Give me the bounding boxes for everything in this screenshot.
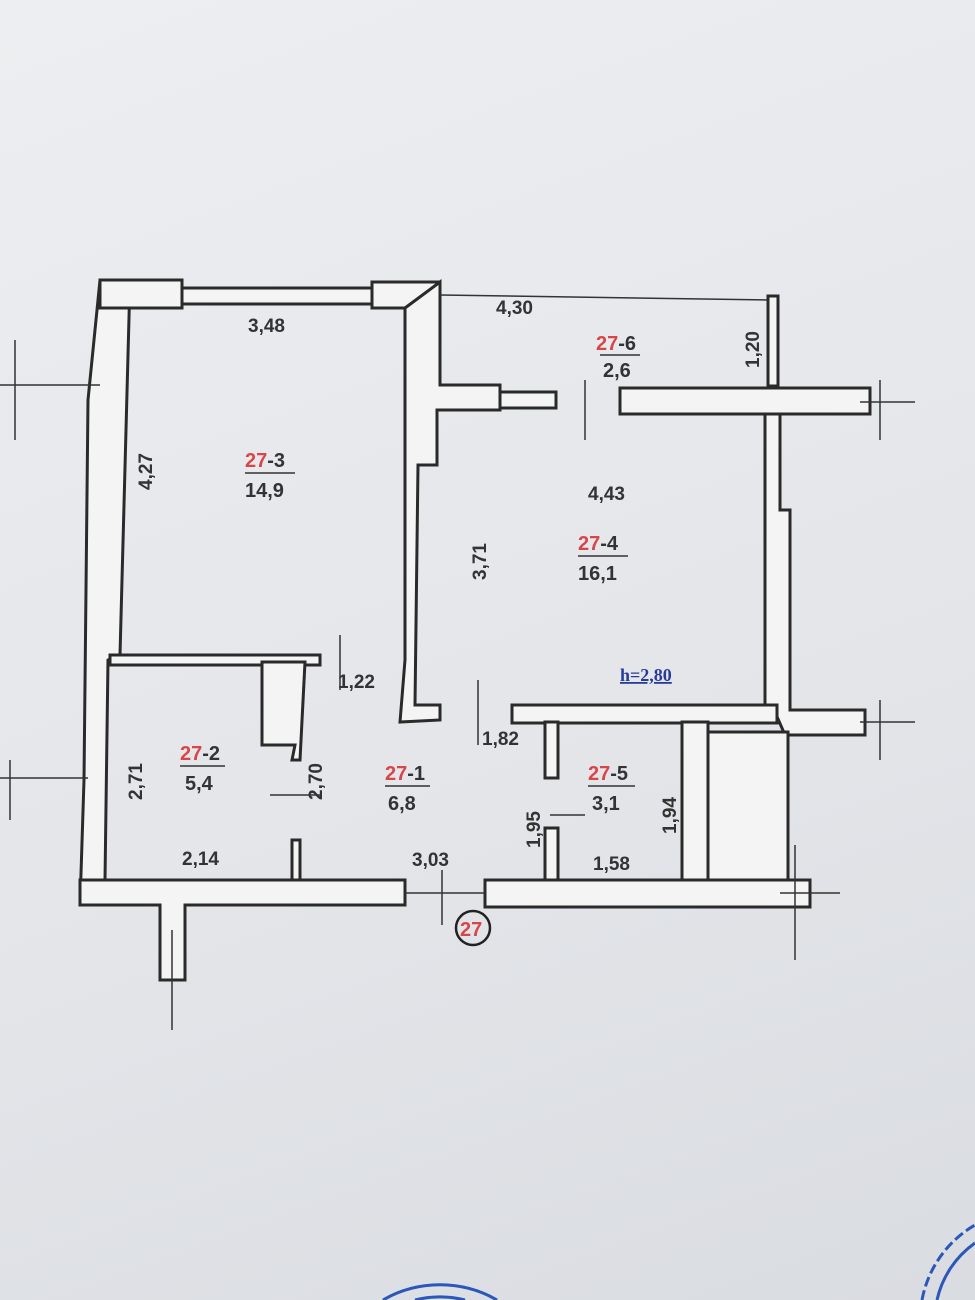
svg-text:27-1: 27-1: [385, 763, 425, 785]
stamp-right: [920, 1223, 975, 1300]
wall-room5-left: [543, 720, 560, 780]
room-27-4: 27-4 16,1: [578, 533, 628, 585]
room-27-2: 27-2 5,4: [180, 743, 225, 795]
dim-r2-height: 2,71: [126, 763, 147, 800]
room-27-5: 27-5 3,1: [588, 763, 635, 815]
wall-room2-room1: [260, 660, 307, 762]
window-room-3: [180, 286, 374, 306]
dim-r1-width: 3,03: [412, 850, 449, 871]
dim-r5-height: 1,94: [660, 797, 681, 834]
dim-r4-height: 3,71: [470, 543, 491, 580]
wall-top-left: [98, 278, 184, 310]
wall-balcony: [618, 386, 872, 416]
balcony-rail: [439, 294, 771, 301]
stamp-left: [382, 1283, 498, 1300]
svg-text:27: 27: [460, 919, 482, 941]
svg-text:14,9: 14,9: [245, 480, 284, 502]
wall-bottom-right: [483, 878, 812, 909]
room-27-3: 27-3 14,9: [245, 450, 295, 502]
dim-r3-width: 3,48: [248, 316, 285, 337]
svg-text:3,1: 3,1: [592, 793, 620, 815]
svg-text:2,6: 2,6: [603, 360, 631, 382]
wall-bottom: [78, 878, 407, 982]
wall-left: [78, 278, 132, 907]
svg-text:16,1: 16,1: [578, 563, 617, 585]
svg-text:27-6: 27-6: [596, 333, 636, 355]
wall-room5-left-low: [543, 826, 560, 885]
room-27-1: 27-1 6,8: [385, 763, 430, 815]
dim-balcony-depth: 1,20: [743, 331, 764, 368]
dim-r3-height: 4,27: [136, 453, 157, 490]
break-mark: [0, 340, 915, 1030]
dim-r5-width: 1,58: [593, 854, 630, 875]
room-27-6: 27-6 2,6: [596, 333, 640, 382]
dim-balcony-width: 4,30: [496, 298, 533, 319]
wall-room5-right: [680, 720, 710, 886]
svg-text:27-2: 27-2: [180, 743, 220, 765]
svg-text:5,4: 5,4: [185, 773, 214, 795]
svg-text:27-4: 27-4: [578, 533, 619, 555]
door-axis: [270, 380, 586, 925]
svg-text:27-5: 27-5: [588, 763, 628, 785]
wall-room3-room2: [108, 653, 322, 667]
svg-text:6,8: 6,8: [388, 793, 416, 815]
wall-room3-room4: [398, 279, 502, 724]
wall-right: [763, 412, 867, 737]
balcony-side: [766, 294, 780, 388]
dim-r1-side: 1,95: [524, 811, 545, 848]
dim-door-r4: 1,82: [482, 729, 519, 750]
apartment-number-marker: 27: [454, 909, 492, 947]
ceiling-height: h=2,80: [620, 665, 672, 685]
wall-room4-bottom: [510, 703, 779, 725]
dim-r2-width: 2,14: [182, 849, 219, 870]
window-room-4: [498, 390, 558, 410]
dim-r1-height: 2,70: [306, 763, 327, 800]
dim-door-r3: 1,22: [338, 672, 375, 693]
dim-r4-width: 4,43: [588, 484, 625, 505]
svg-text:27-3: 27-3: [245, 450, 285, 472]
wall-room2-door: [290, 838, 302, 882]
wall-right-lower: [706, 730, 790, 886]
